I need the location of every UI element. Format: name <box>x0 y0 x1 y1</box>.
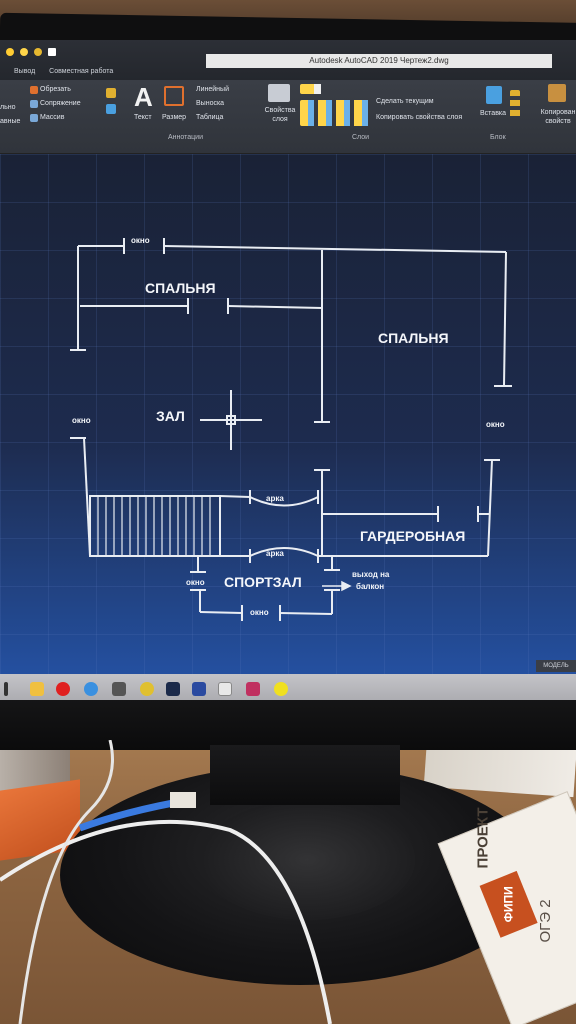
lock-icon[interactable] <box>34 48 42 56</box>
photoshop-icon[interactable] <box>166 682 180 696</box>
yellow-app-icon[interactable] <box>274 682 288 696</box>
app-icon[interactable] <box>112 682 126 696</box>
copy-properties-button[interactable]: Копирован свойств <box>540 109 576 125</box>
array-icon <box>30 114 38 122</box>
cut-label-1: льно <box>0 104 16 111</box>
text-icon[interactable]: A <box>134 82 153 112</box>
cut-label-2: авные <box>0 118 21 125</box>
sun-icon[interactable] <box>20 48 28 56</box>
menu-bar: Вывод Совместная работа <box>0 68 113 75</box>
window-gym-label: окно <box>186 578 205 587</box>
partition-bedroom-right <box>227 305 323 309</box>
window-top-label: окно <box>131 236 150 245</box>
table-button[interactable]: Таблица <box>196 114 224 121</box>
opera-icon[interactable] <box>56 682 70 696</box>
usb-plug <box>170 792 196 808</box>
trim-icon <box>30 86 38 94</box>
white-cable-2 <box>18 740 114 1024</box>
erase-icon[interactable] <box>106 104 116 114</box>
stairs-box <box>89 495 221 557</box>
cables <box>0 740 332 1024</box>
window-bottom-label: окно <box>250 608 269 617</box>
text-button[interactable]: Текст <box>134 114 152 121</box>
block-panel-label[interactable]: Блок <box>490 134 506 141</box>
array-button[interactable]: Массив <box>40 114 65 121</box>
title-bar: Autodesk AutoCAD 2019 Чертеж2.dwg Вывод … <box>0 40 576 80</box>
ribbon: льно авные Обрезать Сопряжение Массив A … <box>0 80 576 154</box>
balcony-arrow-icon <box>322 580 352 592</box>
monitor-stand-neck <box>210 745 400 805</box>
layer-tools-icons[interactable] <box>300 100 370 126</box>
bulb-icon[interactable] <box>6 48 14 56</box>
book-title: ПРОЕКТ <box>474 807 492 869</box>
gym-label: СПОРТЗАЛ <box>224 574 302 590</box>
menu-collaborate[interactable]: Совместная работа <box>49 68 114 75</box>
wardrobe-label: ГАРДЕРОБНАЯ <box>360 528 466 544</box>
floor-plan-drawing <box>70 238 512 621</box>
model-tab[interactable]: МОДЕЛЬ <box>536 660 576 672</box>
monitor-stand-center <box>200 800 415 920</box>
layer-dropdown[interactable] <box>300 84 370 94</box>
arch-top-label: арка <box>266 494 284 503</box>
fillet-button[interactable]: Сопряжение <box>40 100 81 107</box>
chrome-icon[interactable] <box>140 682 154 696</box>
window-left-label: окно <box>72 416 91 425</box>
block-tools-icons[interactable] <box>510 90 520 120</box>
drawing-canvas[interactable]: окно СПАЛЬНЯ СПАЛЬНЯ ЗАЛ окно окно арка … <box>0 154 576 674</box>
book-badge-text: ФИПИ <box>501 886 516 923</box>
layer-properties-button[interactable]: Свойства слоя <box>264 107 296 123</box>
book-subtitle: ОГЭ 2 <box>536 899 554 943</box>
stair-treads <box>97 496 211 556</box>
layer-properties-icon[interactable] <box>268 84 290 102</box>
bedroom-left-label: СПАЛЬНЯ <box>145 280 216 296</box>
make-current-button[interactable]: Сделать текущим <box>376 98 434 105</box>
paint-icon[interactable] <box>246 682 260 696</box>
match-properties-icon[interactable] <box>548 84 566 102</box>
visio-icon[interactable] <box>192 682 206 696</box>
browser-icon[interactable] <box>84 682 98 696</box>
balcony-label-line2: балкон <box>356 582 385 591</box>
dimension-button[interactable]: Размер <box>162 114 187 121</box>
wall-arch-top-left <box>219 495 251 498</box>
leader-button[interactable]: Выноска <box>196 100 225 107</box>
balcony-label-line1: выход на <box>352 570 390 579</box>
fillet-icon <box>30 100 38 108</box>
monitor-screen: Autodesk AutoCAD 2019 Чертеж2.dwg Вывод … <box>0 40 576 700</box>
autocad-icon[interactable] <box>218 682 232 696</box>
layers-panel-label[interactable]: Слои <box>352 134 370 141</box>
window-right-label: окно <box>486 420 505 429</box>
folder-icon[interactable] <box>30 682 44 696</box>
match-layer-button[interactable]: Копировать свойства слоя <box>376 114 463 121</box>
pencil-icon[interactable] <box>106 88 116 98</box>
annotation-panel-label[interactable]: Аннотации <box>168 134 203 141</box>
arch-bottom <box>249 547 319 557</box>
bedroom-right-label: СПАЛЬНЯ <box>378 330 449 346</box>
arch-top <box>249 496 319 507</box>
window-title: Autodesk AutoCAD 2019 Чертеж2.dwg <box>206 54 552 68</box>
menu-output[interactable]: Вывод <box>14 68 36 75</box>
dimension-icon[interactable] <box>164 86 184 106</box>
wall-right-lower <box>487 459 493 557</box>
linear-button[interactable]: Линейный <box>196 86 229 93</box>
hall-label: ЗАЛ <box>156 408 185 424</box>
cursor-box <box>226 415 236 425</box>
gym-wall-bottom-right <box>279 612 333 615</box>
gym-wall-bottom-left <box>199 611 243 614</box>
arch-bottom-label: арка <box>266 549 284 558</box>
book-badge: ФИПИ <box>479 870 538 938</box>
quick-access-toolbar[interactable] <box>6 48 56 56</box>
trim-button[interactable]: Обрезать <box>40 86 71 93</box>
windows-taskbar <box>0 674 576 700</box>
insert-button[interactable]: Вставка <box>480 110 507 117</box>
white-cable-1 <box>0 819 332 1024</box>
wall-top-right <box>163 245 507 253</box>
wall-right-upper <box>503 251 507 387</box>
insert-icon[interactable] <box>486 86 502 104</box>
taskview-icon[interactable] <box>4 682 8 696</box>
color-swatch-icon[interactable] <box>48 48 56 56</box>
monitor-bezel <box>0 700 576 750</box>
